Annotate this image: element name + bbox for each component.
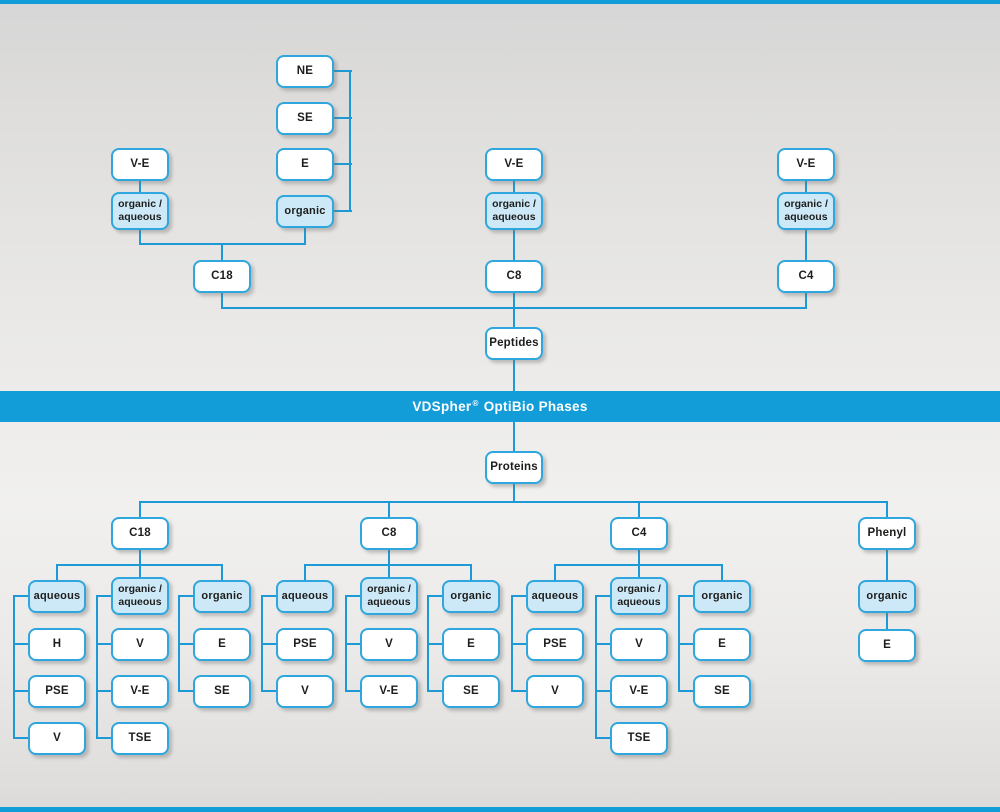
node-organic-aqueous: organic / aqueous bbox=[111, 577, 169, 615]
node-v-e: V-E bbox=[485, 147, 543, 181]
node-organic: organic bbox=[193, 579, 251, 613]
node-organic-aqueous: organic / aqueous bbox=[111, 192, 169, 230]
connector-line bbox=[554, 564, 723, 566]
node-e: E bbox=[193, 627, 251, 661]
banner-title: VDSpher® OptiBio Phases bbox=[412, 399, 587, 414]
node-proteins: Proteins bbox=[485, 450, 543, 484]
node-v-e: V-E bbox=[777, 147, 835, 181]
node-organic-aqueous: organic / aqueous bbox=[485, 192, 543, 230]
node-c18: C18 bbox=[193, 259, 251, 293]
node-tse: TSE bbox=[610, 721, 668, 755]
node-e: E bbox=[442, 627, 500, 661]
node-v-e: V-E bbox=[111, 674, 169, 708]
connector-line bbox=[304, 564, 472, 566]
node-v-e: V-E bbox=[610, 674, 668, 708]
connector-line bbox=[304, 210, 306, 245]
connector-line bbox=[331, 210, 352, 212]
connector-line bbox=[331, 70, 352, 72]
node-e: E bbox=[276, 147, 334, 181]
node-v: V bbox=[526, 674, 584, 708]
banner-suffix: OptiBio Phases bbox=[479, 399, 588, 414]
node-organic-aqueous: organic / aqueous bbox=[777, 192, 835, 230]
node-organic-aqueous: organic / aqueous bbox=[610, 577, 668, 615]
node-e: E bbox=[693, 627, 751, 661]
node-v: V bbox=[610, 627, 668, 661]
bottom-accent-bar bbox=[0, 807, 1000, 812]
connector-line bbox=[513, 163, 515, 309]
node-c4: C4 bbox=[610, 516, 668, 550]
node-se: SE bbox=[442, 674, 500, 708]
node-se: SE bbox=[693, 674, 751, 708]
connector-line bbox=[595, 595, 597, 739]
node-organic: organic bbox=[442, 579, 500, 613]
node-aqueous: aqueous bbox=[276, 579, 334, 613]
connector-line bbox=[331, 163, 352, 165]
node-c18: C18 bbox=[111, 516, 169, 550]
node-aqueous: aqueous bbox=[526, 579, 584, 613]
connector-line bbox=[56, 564, 223, 566]
node-organic-aqueous: organic / aqueous bbox=[360, 577, 418, 615]
node-pse: PSE bbox=[526, 627, 584, 661]
registered-mark: ® bbox=[472, 398, 479, 408]
node-v-e: V-E bbox=[360, 674, 418, 708]
node-c8: C8 bbox=[485, 259, 543, 293]
node-v: V bbox=[111, 627, 169, 661]
node-v: V bbox=[360, 627, 418, 661]
node-phenyl: Phenyl bbox=[858, 516, 916, 550]
node-v: V bbox=[276, 674, 334, 708]
node-c8: C8 bbox=[360, 516, 418, 550]
node-pse: PSE bbox=[28, 674, 86, 708]
connector-line bbox=[13, 595, 15, 739]
top-accent-bar bbox=[0, 0, 1000, 4]
connector-line bbox=[349, 70, 351, 212]
node-se: SE bbox=[276, 101, 334, 135]
node-pse: PSE bbox=[276, 627, 334, 661]
connector-line bbox=[96, 595, 98, 739]
banner-brand: VDSpher bbox=[412, 399, 472, 414]
node-aqueous: aqueous bbox=[28, 579, 86, 613]
section-banner: VDSpher® OptiBio Phases bbox=[0, 391, 1000, 422]
node-tse: TSE bbox=[111, 721, 169, 755]
node-e: E bbox=[858, 628, 916, 662]
node-v-e: V-E bbox=[111, 147, 169, 181]
node-ne: NE bbox=[276, 54, 334, 88]
node-c4: C4 bbox=[777, 259, 835, 293]
node-h: H bbox=[28, 627, 86, 661]
node-organic: organic bbox=[276, 194, 334, 228]
connector-line bbox=[805, 163, 807, 309]
node-peptides: Peptides bbox=[485, 326, 543, 360]
node-organic: organic bbox=[858, 579, 916, 613]
node-organic: organic bbox=[693, 579, 751, 613]
node-se: SE bbox=[193, 674, 251, 708]
connector-line bbox=[331, 117, 352, 119]
node-v: V bbox=[28, 721, 86, 755]
connector-line bbox=[139, 501, 888, 503]
